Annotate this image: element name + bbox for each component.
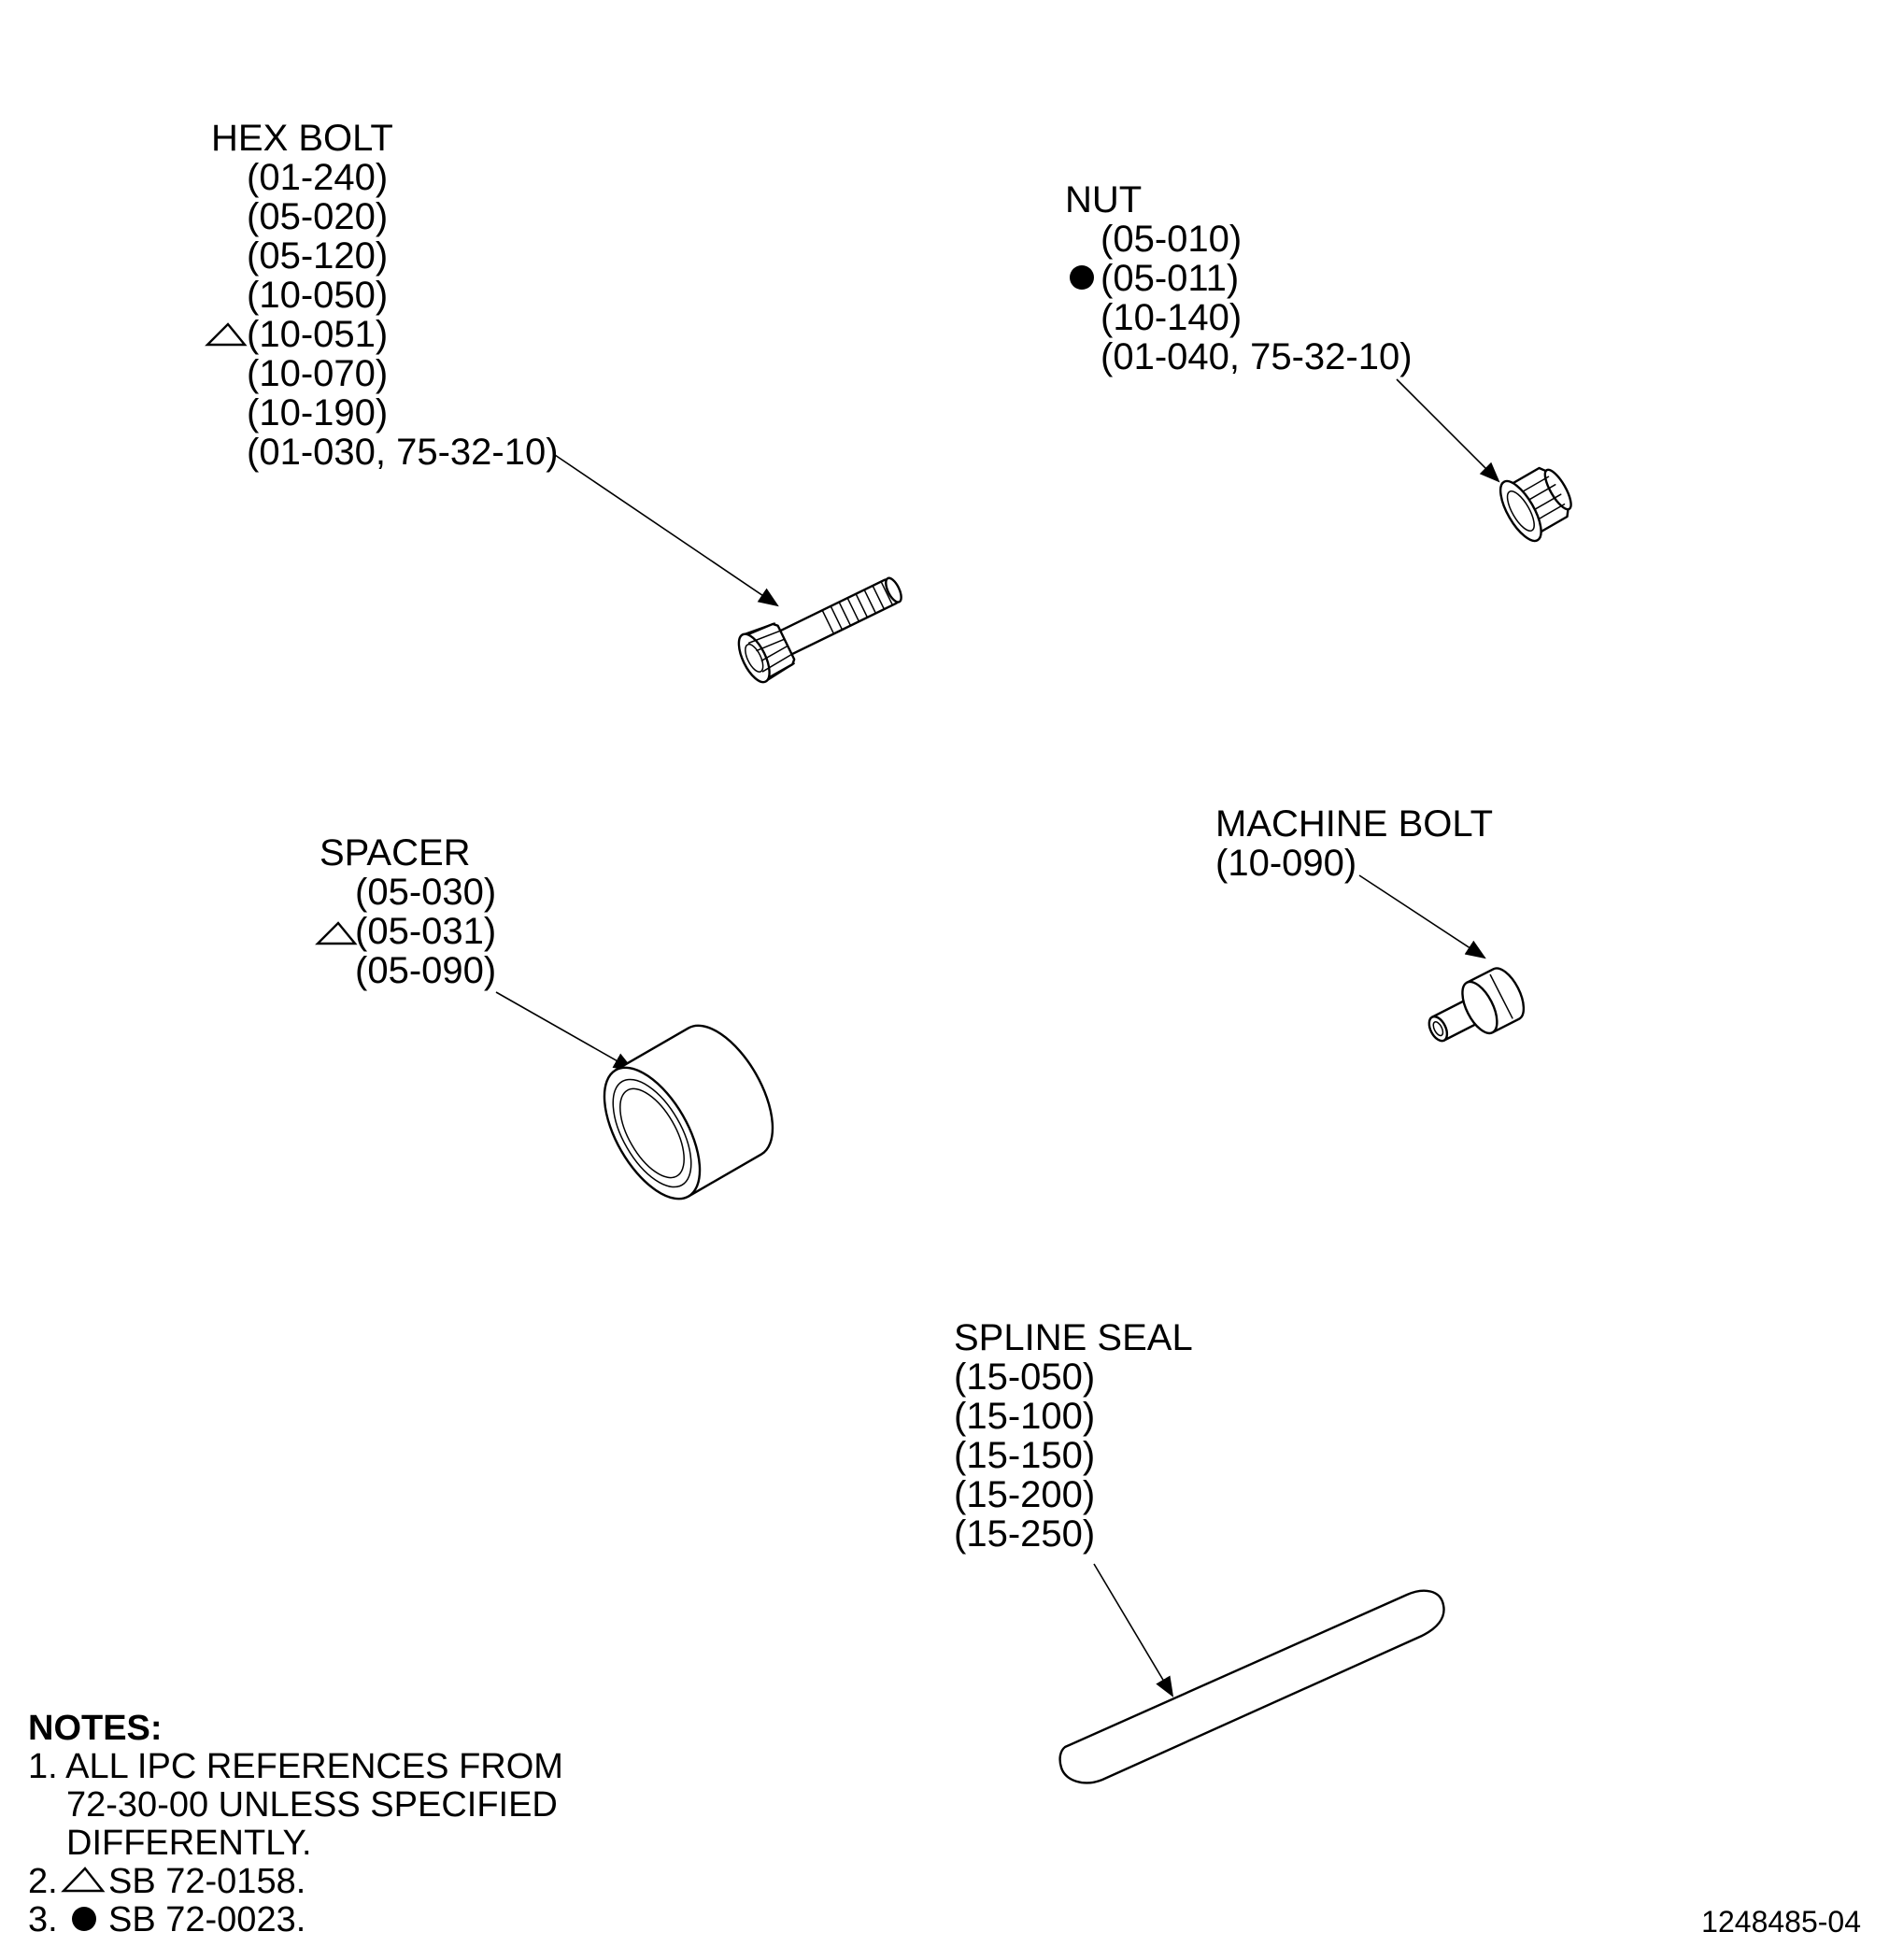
hex-bolt-ref: (10-190): [247, 392, 388, 433]
spline-seal-ref: (15-150): [954, 1435, 1095, 1476]
nut-callout: NUT (05-010) (05-011) (10-140) (01-040, …: [1065, 179, 1500, 483]
nut-part: [1498, 466, 1572, 543]
hex-bolt-part: [737, 576, 902, 684]
spline-seal-ref: (15-100): [954, 1396, 1095, 1437]
machine-bolt-callout: MACHINE BOLT (10-090): [1215, 803, 1493, 959]
note-1-line: 1. ALL IPC REFERENCES FROM: [28, 1747, 563, 1786]
nut-ref: (05-011): [1101, 258, 1239, 299]
notes-title: NOTES:: [28, 1709, 163, 1748]
leader-line: [495, 991, 634, 1072]
hex-bolt-title: HEX BOLT: [211, 118, 393, 159]
hex-bolt-ref: (10-051): [247, 314, 388, 355]
sb-triangle-icon: [61, 1867, 106, 1893]
sb-triangle-icon: [205, 322, 248, 347]
note-1-line: DIFFERENTLY.: [66, 1824, 312, 1863]
spline-seal-callout: SPLINE SEAL (15-050) (15-100) (15-150) (…: [954, 1317, 1193, 1697]
spacer-ref: (05-031): [355, 911, 496, 952]
leader-line: [554, 454, 779, 607]
machine-bolt-part: [1427, 967, 1526, 1043]
spacer-callout: SPACER (05-030) (05-031) (05-090): [315, 832, 634, 1072]
nut-title: NUT: [1065, 179, 1142, 220]
spacer-ref: (05-030): [355, 872, 496, 913]
machine-bolt-ref: (10-090): [1215, 843, 1356, 884]
sb-dot-icon: [1070, 265, 1094, 290]
sb-triangle-icon: [315, 921, 358, 945]
leader-line: [1358, 874, 1486, 959]
hex-bolt-ref: (01-030, 75-32-10): [247, 432, 559, 473]
spacer-title: SPACER: [320, 832, 471, 873]
note-3-number: 3.: [28, 1900, 58, 1939]
hex-bolt-ref: (05-020): [247, 196, 388, 237]
sb-dot-icon: [72, 1907, 96, 1931]
machine-bolt-title: MACHINE BOLT: [1215, 803, 1493, 845]
spline-seal-ref: (15-200): [954, 1474, 1095, 1515]
spline-seal-ref: (15-050): [954, 1356, 1095, 1398]
hex-bolt-ref: (05-120): [247, 235, 388, 277]
spline-seal-title: SPLINE SEAL: [954, 1317, 1193, 1358]
nut-ref: (10-140): [1101, 297, 1242, 338]
hex-bolt-callout: HEX BOLT (01-240) (05-020) (05-120) (10-…: [205, 118, 779, 607]
leader-line: [1093, 1563, 1174, 1697]
spline-seal-ref: (15-250): [954, 1513, 1095, 1555]
note-2-number: 2.: [28, 1862, 58, 1901]
hex-bolt-ref: (01-240): [247, 157, 388, 198]
notes-block: NOTES: 1. ALL IPC REFERENCES FROM 72-30-…: [28, 1709, 563, 1939]
spacer-part: [603, 1024, 774, 1200]
note-2-text: SB 72-0158.: [108, 1862, 305, 1901]
note-1-line: 72-30-00 UNLESS SPECIFIED: [66, 1785, 558, 1825]
drawing-number: 1248485-04: [1701, 1905, 1861, 1939]
nut-ref: (01-040, 75-32-10): [1101, 336, 1413, 377]
hex-bolt-ref: (10-050): [247, 275, 388, 316]
leader-line: [1396, 378, 1500, 483]
hex-bolt-ref: (10-070): [247, 353, 388, 394]
spacer-ref: (05-090): [355, 950, 496, 991]
spline-seal-part: [1058, 1589, 1445, 1784]
note-3-text: SB 72-0023.: [108, 1900, 305, 1939]
nut-ref: (05-010): [1101, 219, 1242, 260]
